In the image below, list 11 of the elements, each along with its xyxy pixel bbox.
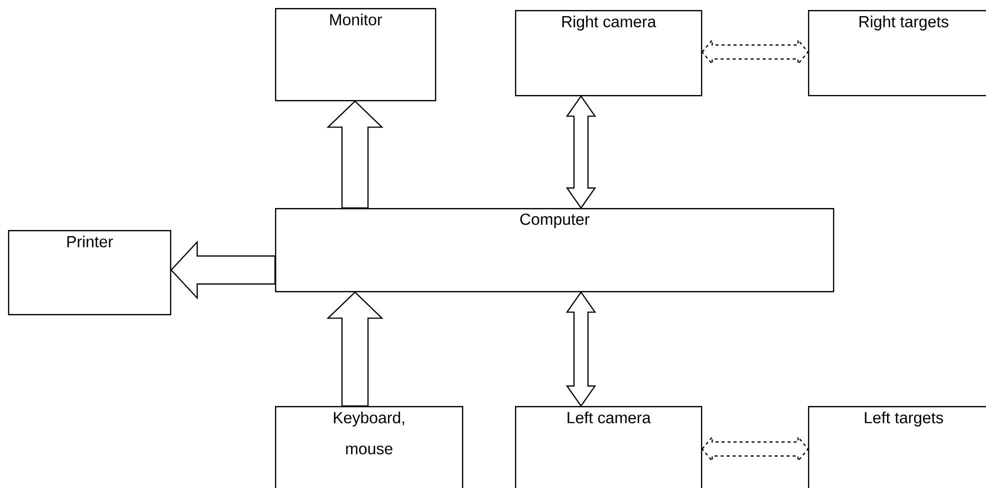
block-arrow [170,240,276,300]
block: Left targets [808,406,986,488]
block: Right targets [808,10,986,96]
block: Printer [8,230,172,316]
block: Computer [275,208,834,292]
block-arrow [326,100,384,209]
block: Left camera [515,406,702,488]
block: Right camera [515,10,702,96]
block: Keyboard, mouse [275,406,464,488]
block: Monitor [275,8,436,102]
block-arrow [326,291,384,407]
